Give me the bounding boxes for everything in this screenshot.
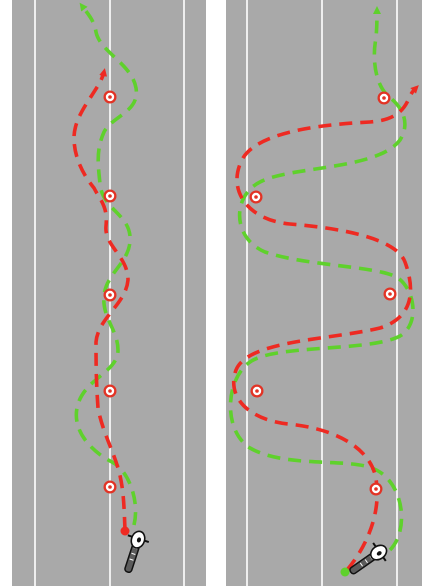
cone-icon [251, 385, 264, 398]
cone-icon [104, 190, 117, 203]
start-dot [341, 568, 350, 577]
cone-icon [384, 288, 397, 301]
cone-icon [378, 92, 391, 105]
cone-icon [104, 289, 117, 302]
cone-icon [104, 91, 117, 104]
panel-narrow-slalom [12, 0, 206, 586]
start-dot [121, 527, 130, 536]
cone-icon [104, 481, 117, 494]
cone-icon [104, 385, 117, 398]
cone-icon [250, 191, 263, 204]
panel-wide-slalom [226, 0, 422, 586]
cone-icon [370, 483, 383, 496]
